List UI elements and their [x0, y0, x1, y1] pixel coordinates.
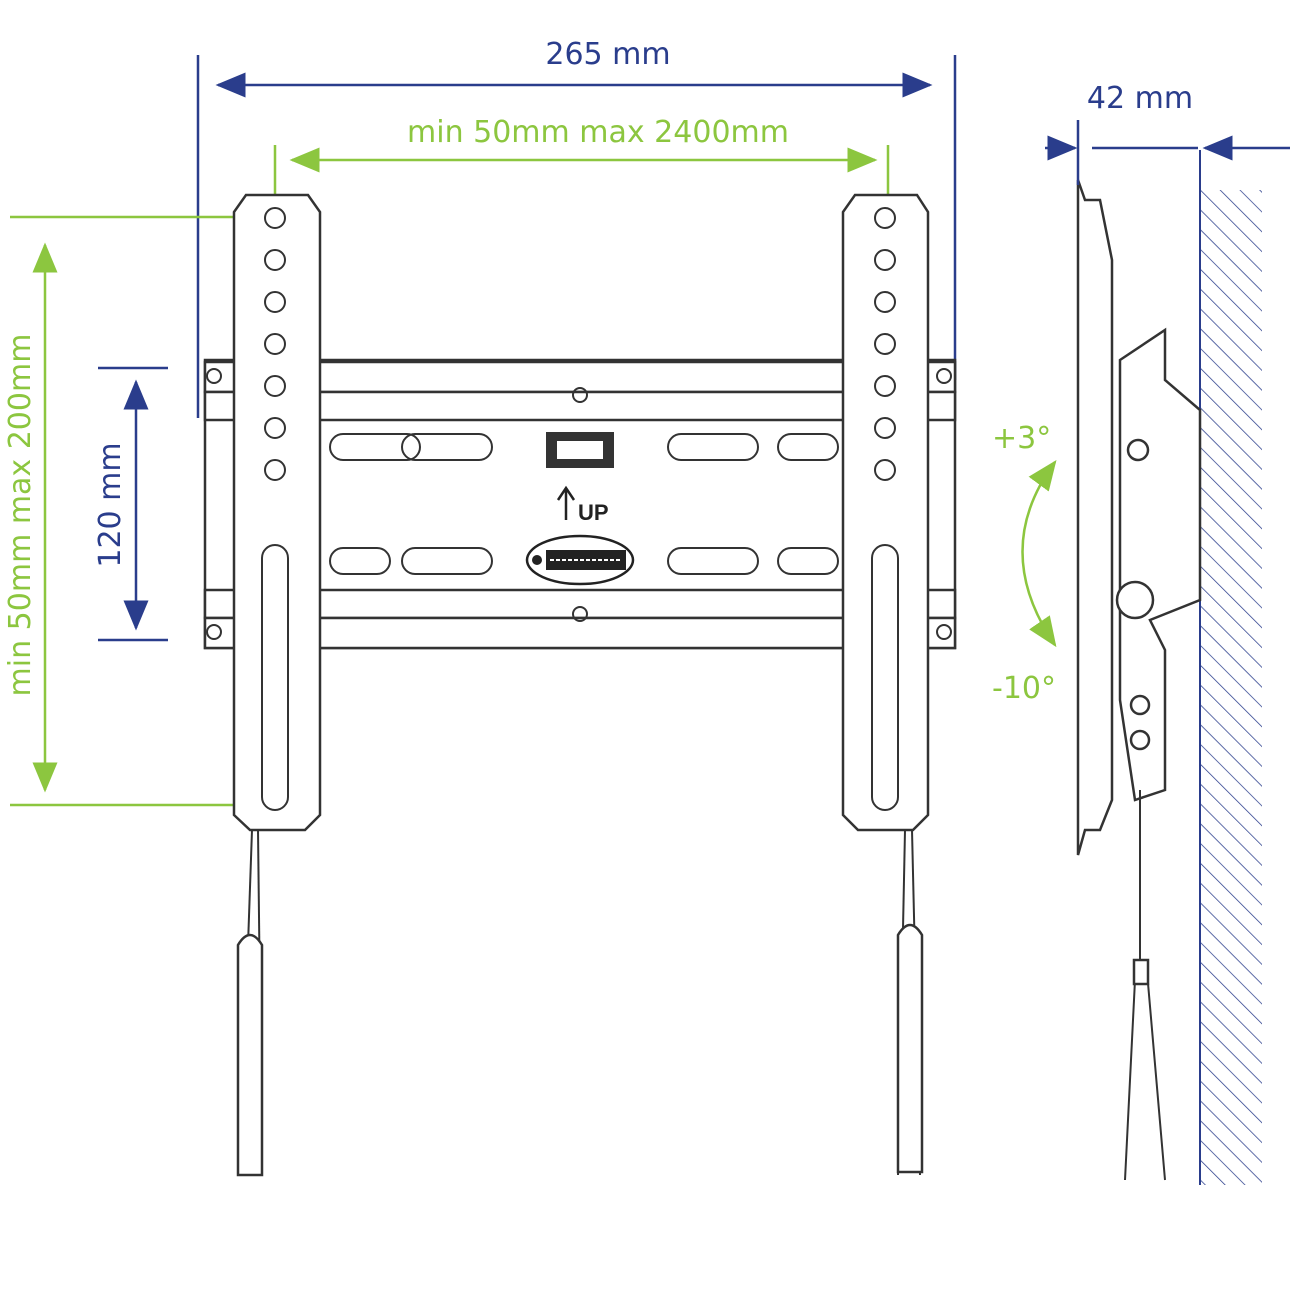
plate-height-dimension: 120 mm [93, 366, 168, 642]
level-icon [546, 432, 614, 468]
left-upright-arm [232, 193, 322, 1177]
tilt-up-label: +3° [992, 421, 1051, 456]
depth-dimension: 42 mm [1045, 81, 1290, 185]
tilt-indicator: +3° -10° [992, 421, 1057, 706]
width-dimension: 265 mm [196, 37, 957, 418]
right-upright-arm [841, 193, 930, 1176]
width-label: 265 mm [545, 37, 670, 72]
side-view [1076, 150, 1262, 1185]
tilt-down-label: -10° [992, 671, 1056, 706]
plate-height-label: 120 mm [93, 442, 128, 567]
up-label: UP [578, 500, 609, 525]
depth-label: 42 mm [1087, 81, 1193, 116]
brand-logo [525, 534, 635, 586]
vesa-horizontal-dimension: min 50mm max 2400mm [273, 115, 890, 210]
wall-plate: UP [203, 358, 957, 650]
wall [1200, 190, 1262, 1185]
vesa-vertical-dimension: min 50mm max 200mm [3, 215, 270, 807]
up-arrow-icon [556, 485, 576, 520]
vesa-horizontal-label: min 50mm max 2400mm [407, 115, 789, 150]
vesa-vertical-label: min 50mm max 200mm [3, 334, 38, 697]
